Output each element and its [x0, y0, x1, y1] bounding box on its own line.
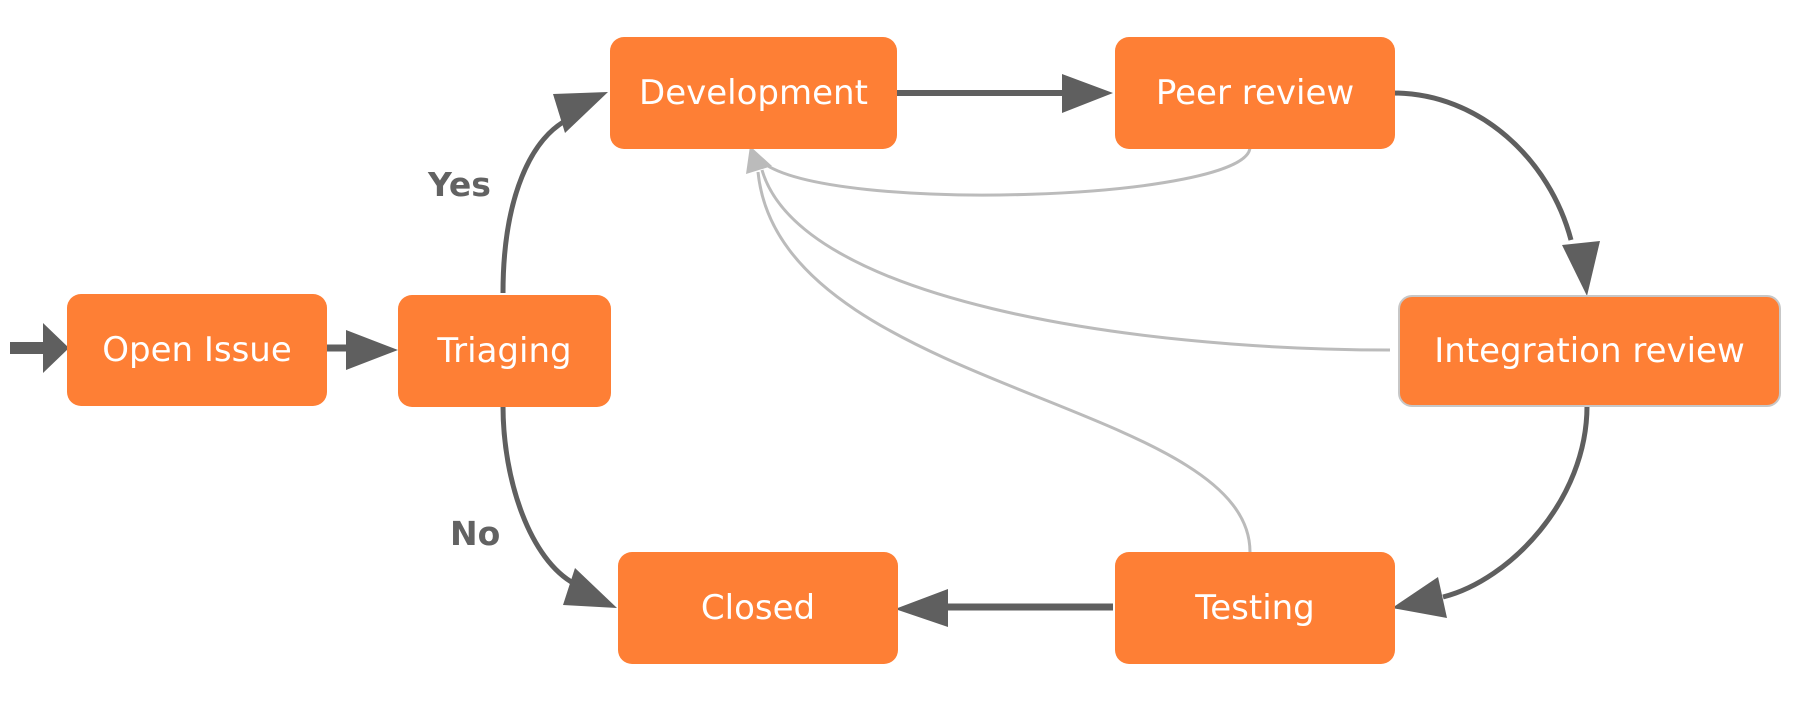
edge-testing-to-development — [756, 171, 1252, 553]
edge-integration-review-to-testing — [1442, 405, 1590, 600]
node-open-issue: Open Issue — [67, 294, 327, 406]
edge-label-no: No — [450, 514, 501, 553]
arrowhead-triaging — [346, 330, 398, 370]
arrowhead-development — [553, 92, 608, 133]
node-integration-review: Integration review — [1398, 295, 1781, 407]
arrowhead-open-issue — [43, 323, 69, 373]
node-integration-review-label: Integration review — [1434, 331, 1745, 371]
edge-triaging-to-closed — [500, 405, 577, 587]
edge-peer-review-to-development — [761, 146, 1252, 197]
arrowhead-closed — [563, 568, 617, 608]
feedback-arrowhead — [746, 146, 772, 174]
node-testing: Testing — [1115, 552, 1395, 664]
arrowhead-closed-from-testing — [895, 589, 948, 627]
node-open-issue-label: Open Issue — [102, 330, 292, 370]
edge-integration-review-to-development — [760, 169, 1391, 352]
edge-label-yes: Yes — [428, 165, 491, 204]
node-peer-review-label: Peer review — [1155, 73, 1355, 113]
node-closed-label: Closed — [700, 588, 816, 628]
node-triaging: Triaging — [398, 295, 611, 407]
node-testing-label: Testing — [1195, 588, 1315, 628]
node-development-label: Development — [639, 73, 868, 113]
edge-triaging-to-development — [500, 114, 574, 294]
arrowhead-peer-review — [1062, 74, 1113, 113]
edge-peer-review-to-integration-review — [1392, 90, 1574, 241]
node-development: Development — [610, 37, 897, 149]
arrowhead-integration-review — [1562, 241, 1600, 296]
node-triaging-label: Triaging — [437, 331, 572, 371]
arrowhead-testing — [1392, 577, 1447, 618]
node-closed: Closed — [618, 552, 898, 664]
node-peer-review: Peer review — [1115, 37, 1395, 149]
